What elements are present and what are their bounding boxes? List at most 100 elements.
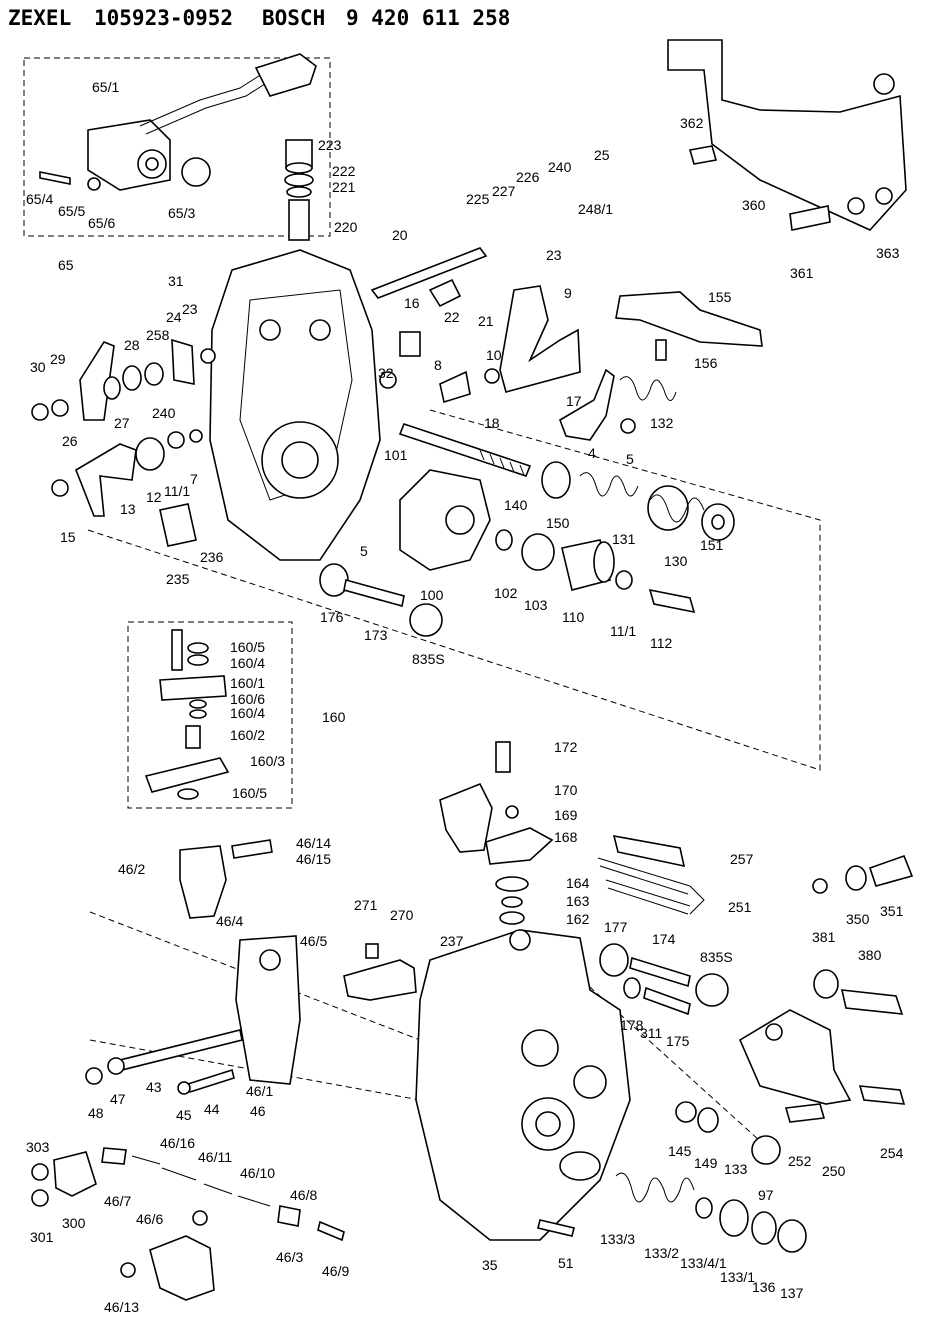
part-label-9: 9 [564, 285, 572, 301]
part-label-18: 18 [484, 415, 500, 431]
part-label-360: 360 [742, 197, 766, 213]
part-label-100: 100 [420, 587, 444, 603]
part-label-236: 236 [200, 549, 224, 565]
part-label-140: 140 [504, 497, 528, 513]
part-label-220: 220 [334, 219, 358, 235]
part-label-133-3: 133/3 [600, 1231, 635, 1247]
lever-168 [439, 741, 554, 865]
part-label-257: 257 [730, 851, 754, 867]
part-label-101: 101 [384, 447, 408, 463]
lever-4 [559, 368, 677, 441]
part-label-46-8: 46/8 [290, 1187, 317, 1203]
part-label-45: 45 [176, 1107, 192, 1123]
part-label-44: 44 [204, 1101, 220, 1117]
part-label-15: 15 [60, 529, 76, 545]
part-label-151: 151 [700, 537, 724, 553]
part-label-361: 361 [790, 265, 814, 281]
header-brand-zexel: ZEXEL [8, 6, 72, 30]
part-label-23b: 23 [182, 301, 198, 317]
bracket-155 [615, 291, 763, 361]
part-label-103: 103 [524, 597, 548, 613]
washer-stack-164 [495, 876, 529, 925]
part-label-226: 226 [516, 169, 540, 185]
bolt-174 [599, 943, 729, 1016]
bolt-173 [319, 563, 443, 637]
lever-46-2 [179, 839, 273, 919]
part-label-46: 46 [250, 1103, 266, 1119]
part-label-270: 270 [390, 907, 414, 923]
part-label-160-3: 160/3 [250, 753, 285, 769]
group-box-160 [127, 621, 293, 809]
part-label-160-4a: 160/4 [230, 655, 265, 671]
header-bosch-part-number: 9 420 611 258 [346, 6, 511, 30]
part-label-227: 227 [492, 183, 516, 199]
part-label-168: 168 [554, 829, 578, 845]
part-label-150: 150 [546, 515, 570, 531]
alignment-line-1 [87, 529, 821, 771]
bracket-250 [738, 969, 904, 1105]
part-label-17: 17 [566, 393, 582, 409]
linkage-17 [379, 285, 581, 404]
part-label-12: 12 [146, 489, 162, 505]
part-label-23a: 23 [546, 247, 562, 263]
part-label-46-14: 46/14 [296, 835, 331, 851]
part-label-835S-a: 835S [412, 651, 445, 667]
governor-spring-assembly [541, 461, 735, 541]
part-label-7: 7 [190, 471, 198, 487]
part-label-47: 47 [110, 1091, 126, 1107]
part-label-65-3: 65/3 [168, 205, 195, 221]
part-label-174: 174 [652, 931, 676, 947]
part-label-65: 65 [58, 257, 74, 273]
part-label-110: 110 [562, 609, 585, 625]
part-label-46-10: 46/10 [240, 1165, 275, 1181]
part-label-26: 26 [62, 433, 78, 449]
part-label-300: 300 [62, 1215, 86, 1231]
part-label-311: 311 [640, 1025, 663, 1041]
part-label-137: 137 [780, 1285, 804, 1301]
part-label-240b: 240 [152, 405, 176, 421]
part-label-169: 169 [554, 807, 578, 823]
part-label-16: 16 [404, 295, 420, 311]
part-label-160-6: 160/6 [230, 691, 265, 707]
part-label-155: 155 [708, 289, 732, 305]
part-label-22: 22 [444, 309, 460, 325]
part-label-145: 145 [668, 1143, 692, 1159]
cover-300 [31, 1151, 97, 1207]
sleeve-110 [495, 529, 696, 614]
part-label-5a: 5 [626, 451, 634, 467]
part-label-25: 25 [594, 147, 610, 163]
alignment-line-3 [89, 1039, 421, 1101]
part-label-170: 170 [554, 782, 578, 798]
part-label-20: 20 [392, 227, 408, 243]
part-label-46-13: 46/13 [104, 1299, 139, 1315]
part-label-43: 43 [146, 1079, 162, 1095]
part-label-130: 130 [664, 553, 688, 569]
part-label-32: 32 [378, 365, 394, 381]
part-label-162: 162 [566, 911, 590, 927]
part-label-237: 237 [440, 933, 464, 949]
part-label-46-4: 46/4 [216, 913, 243, 929]
part-label-28: 28 [124, 337, 140, 353]
part-label-251: 251 [728, 899, 752, 915]
part-label-240a: 240 [548, 159, 572, 175]
part-label-11-1a: 11/1 [164, 483, 190, 499]
group-box-65 [23, 57, 331, 237]
part-label-48: 48 [88, 1105, 104, 1121]
part-label-250: 250 [822, 1163, 846, 1179]
part-label-235: 235 [166, 571, 190, 587]
part-label-8: 8 [434, 357, 442, 373]
part-label-133-4-1: 133/4/1 [680, 1255, 727, 1271]
part-label-252: 252 [788, 1153, 812, 1169]
lever-26 [31, 338, 216, 421]
pump-housing-lower [415, 929, 631, 1241]
part-label-351: 351 [880, 903, 904, 919]
part-label-46-9: 46/9 [322, 1263, 349, 1279]
part-label-223: 223 [318, 137, 342, 153]
part-label-27: 27 [114, 415, 130, 431]
part-label-164: 164 [566, 875, 590, 891]
part-label-10: 10 [486, 347, 502, 363]
shaft-140 [398, 423, 532, 477]
part-label-13: 13 [120, 501, 136, 517]
